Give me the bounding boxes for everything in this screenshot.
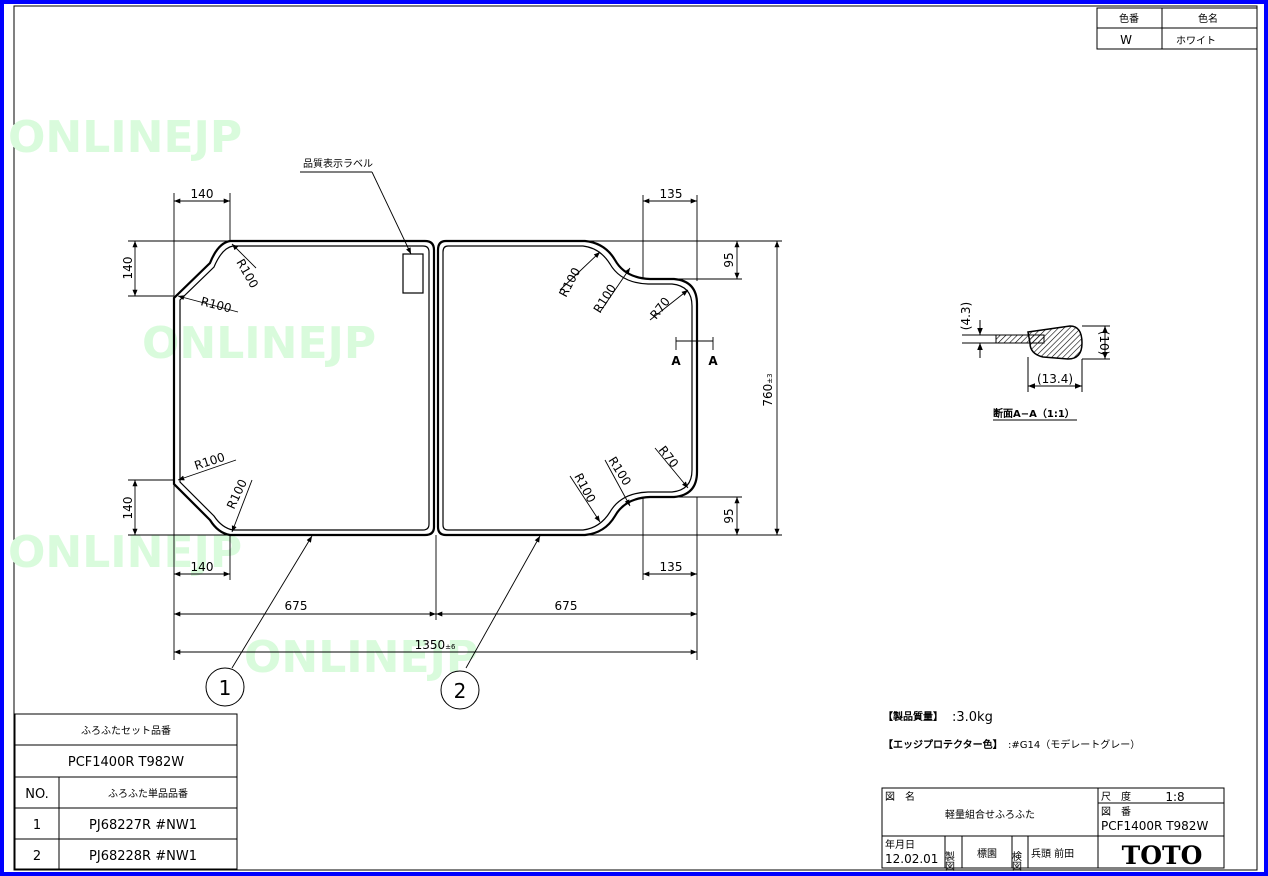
radius-bottom-left-b: R100 [224,477,250,511]
dim-top-left-width: 140 [191,187,214,201]
drawing-number-value: PCF1400R T982W [1101,819,1208,833]
section-title: 断面A−A（1:1） [993,407,1075,420]
scale-value: 1:8 [1165,790,1184,804]
dimension-lines [128,171,782,669]
section-mark-right: A [708,354,718,368]
dim-top-right-width: 135 [660,187,683,201]
dim-total-height: 760±3 [761,373,775,406]
title-block [881,787,1225,869]
date-value: 12.02.01 [885,852,938,866]
mass-value: :3.0kg [952,710,993,725]
radius-top-left-b: R100 [199,294,233,315]
made-value: 標園 [977,847,997,860]
inner-border [13,5,1258,871]
mass-label: 【製品質量】 [883,710,943,723]
dim-total-width-tol: ±6 [445,643,456,651]
radius-top-right-b: R100 [591,282,619,316]
radius-bottom-right-r70: R70 [656,443,682,470]
made-label: 製図 [943,850,955,871]
drawing-name-label: 図 名 [885,790,915,803]
color-table [1096,7,1258,50]
watermark-3: ONLINEJP [8,527,242,578]
balloon-1 [205,667,245,707]
color-code-value: W [1120,33,1132,47]
scale-label: 尺 度 [1101,790,1131,803]
radius-top-left-a: R100 [233,257,261,291]
section-thickness: (4.3) [959,302,973,330]
dim-left-top-height: 140 [121,257,135,280]
drawing-number-label: 図 番 [1101,806,1131,818]
section-width: (13.4) [1037,372,1073,386]
dim-total-width: 1350±6 [415,638,456,652]
lid-1-outline [172,239,436,537]
item-header: ふろふた単品品番 [108,787,188,800]
radius-top-right-r70: R70 [647,295,673,322]
quality-label-callout: 品質表示ラベル [303,157,373,170]
color-name-header: 色名 [1198,12,1218,25]
edge-label: 【エッジプロテクター色】 [883,738,1003,751]
color-name-value: ホワイト [1176,35,1216,47]
dim-bottom-right-width: 135 [660,560,683,574]
watermark-2: ONLINEJP [142,318,376,369]
dim-right-top-height: 95 [722,252,736,267]
dim-total-height-value: 760 [761,384,775,407]
svg-text:760±3: 760±3 [761,373,775,406]
parts-table [14,713,238,870]
date-label: 年月日 [885,838,915,851]
balloon-1-label: 1 [219,676,232,700]
dim-left-bottom-height: 140 [121,497,135,520]
dim-right-half-width: 675 [555,599,578,613]
brand-logo: TOTO [1122,841,1203,870]
set-title: ふろふたセット品番 [81,725,171,737]
row-1-part: PJ68227R #NW1 [89,818,197,833]
dim-left-half-width: 675 [285,599,308,613]
color-code-header: 色番 [1119,12,1139,25]
drawing-name-value: 軽量組合せふろふた [945,808,1035,821]
check-label: 検図 [1010,850,1022,871]
section-detail [962,320,1110,392]
dim-right-bottom-height: 95 [722,508,736,523]
balloon-2-label: 2 [454,679,467,703]
no-header: NO. [25,787,49,802]
radius-bottom-right-a: R100 [605,454,633,488]
row-2-part: PJ68228R #NW1 [89,849,197,864]
radius-bottom-right-b: R100 [571,471,598,505]
dim-total-width-value: 1350 [415,638,446,652]
quality-label-box [402,253,424,294]
set-number: PCF1400R T982W [68,755,184,770]
row-2-no: 2 [33,849,41,864]
row-1-no: 1 [33,818,41,833]
watermark-1: ONLINEJP [8,112,242,163]
dim-total-height-tol: ±3 [766,373,774,383]
section-mark-left: A [671,354,681,368]
section-height: (10) [1097,331,1111,356]
watermark-4: ONLINEJP [244,632,478,683]
edge-value: :#G14（モデレートグレー） [1008,738,1140,751]
balloon-2 [440,670,480,710]
check-value: 兵頭 前田 [1031,847,1074,860]
radius-top-right-a: R100 [556,265,583,299]
dim-bottom-left-width: 140 [191,560,214,574]
